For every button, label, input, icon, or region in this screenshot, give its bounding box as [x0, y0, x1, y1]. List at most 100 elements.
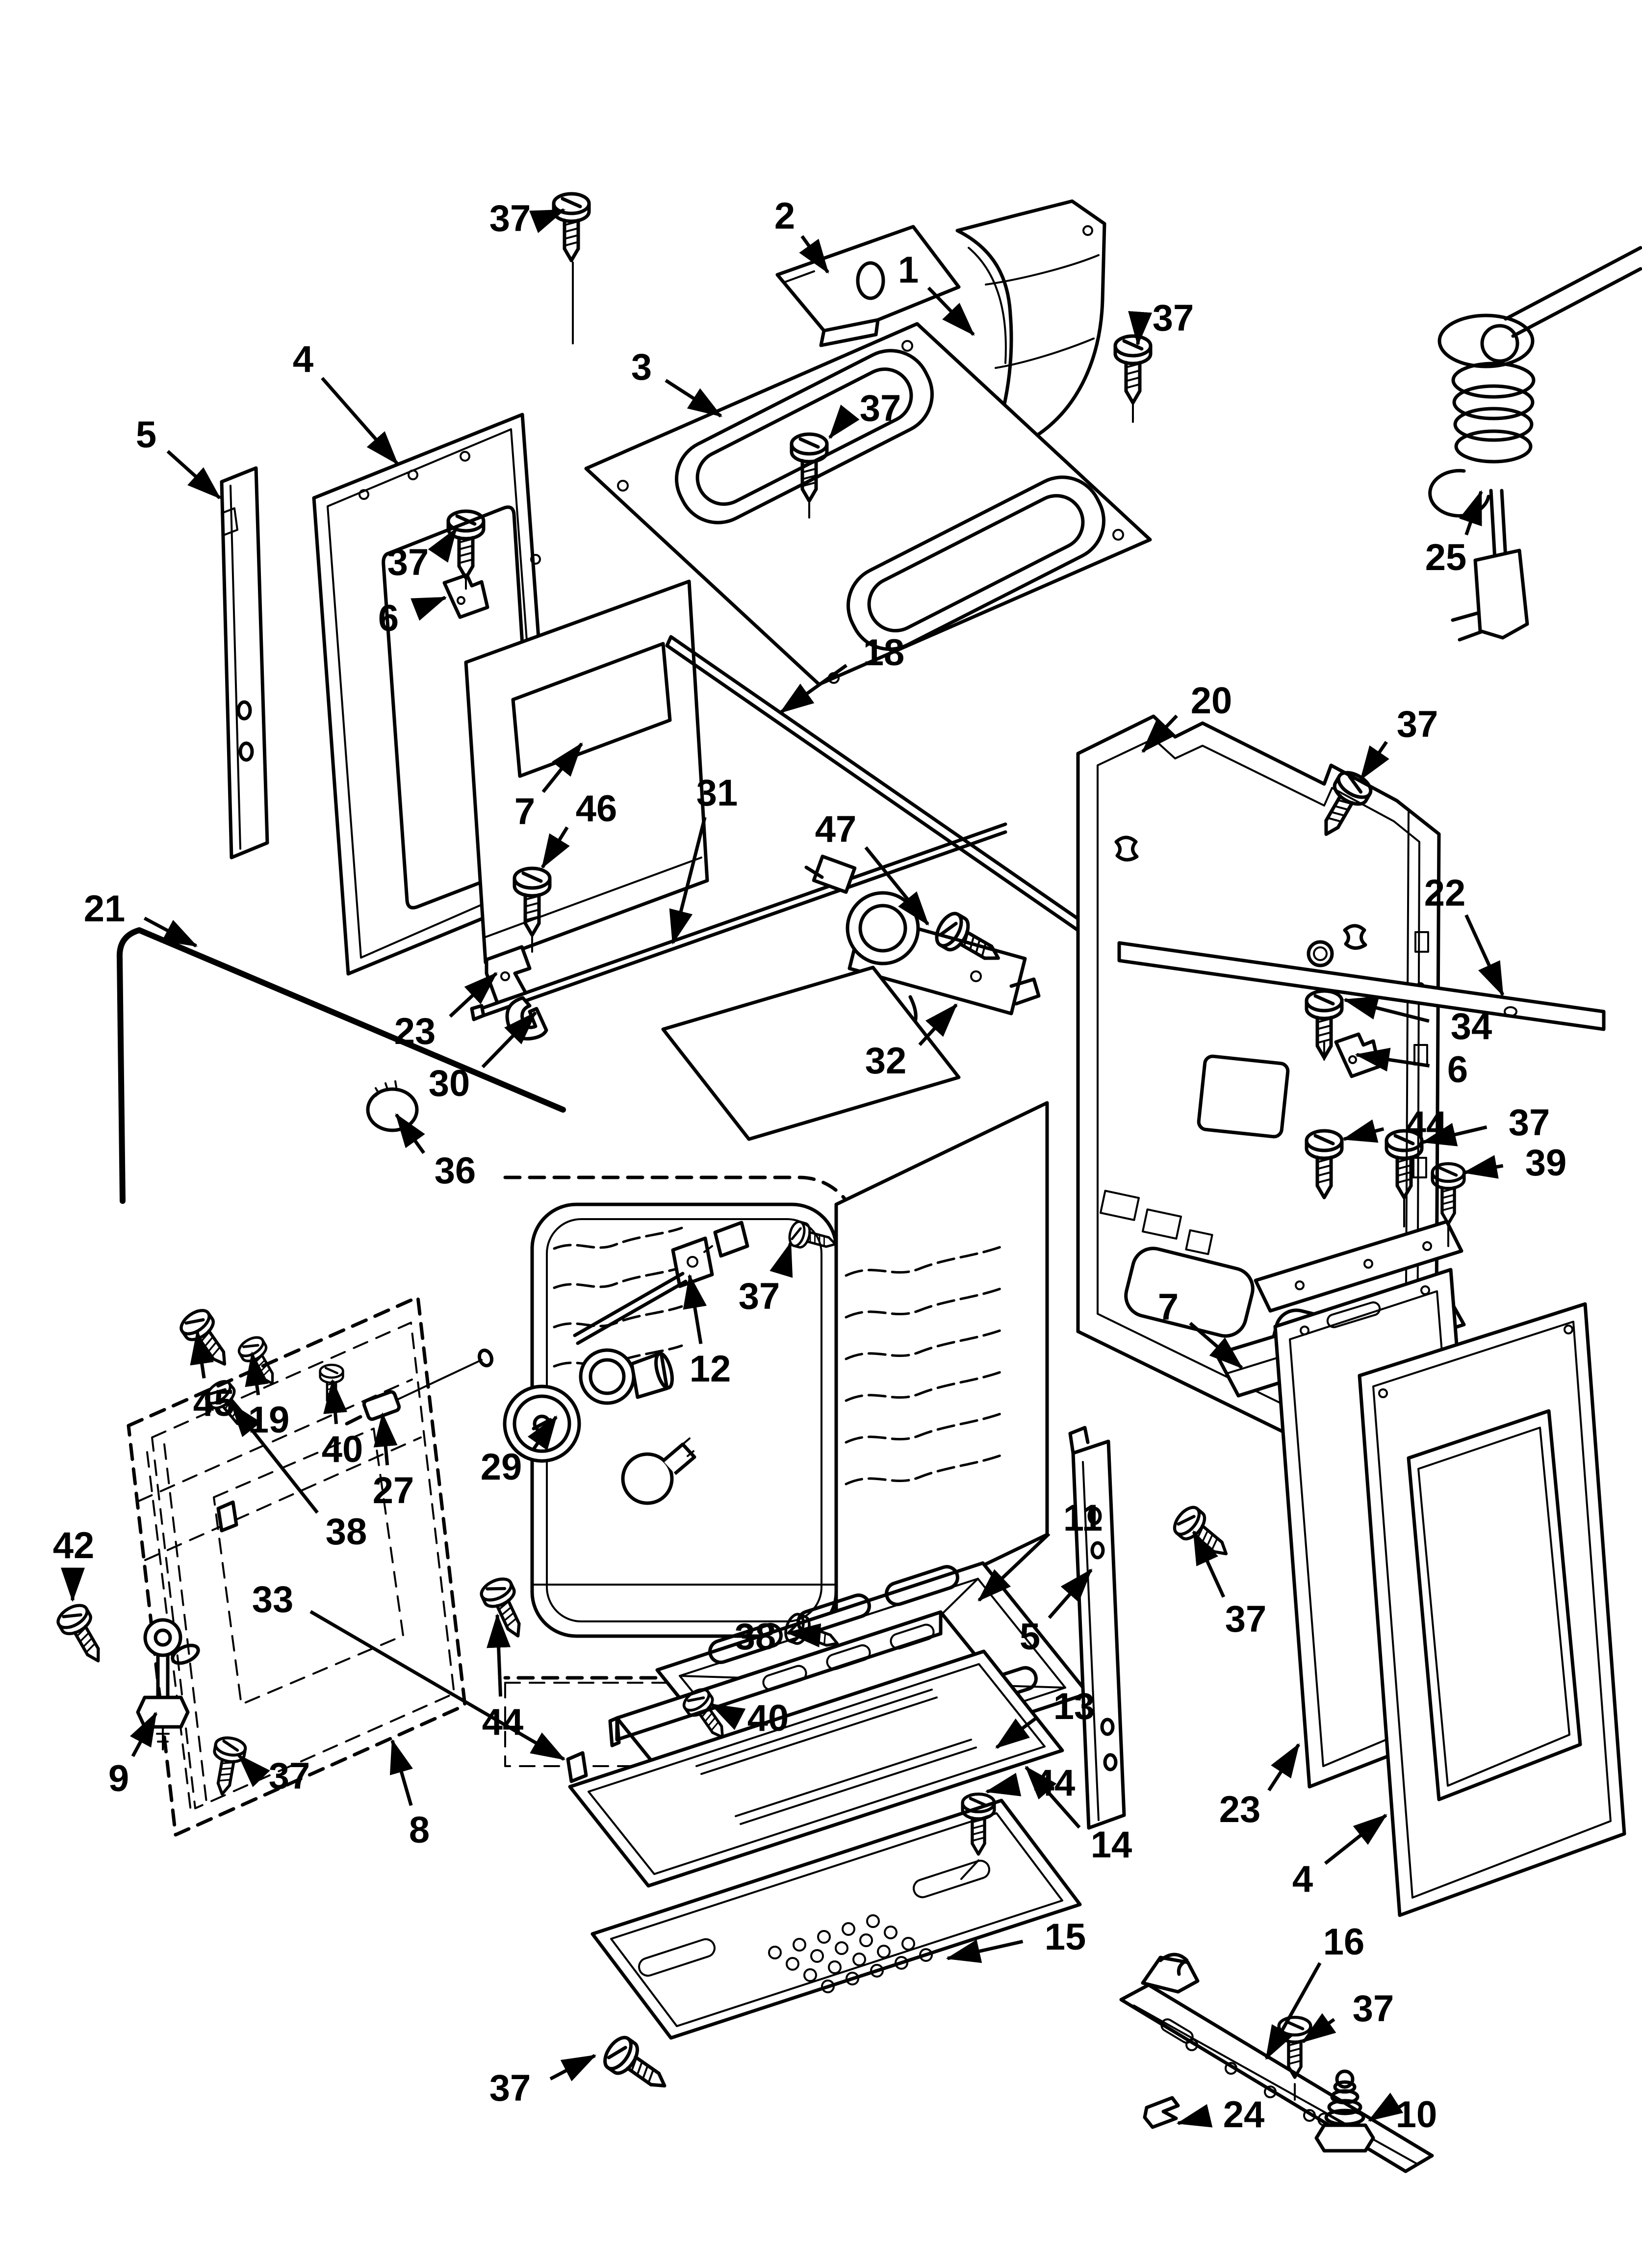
part-21-trim-wire [116, 927, 566, 1204]
callout-7-29: 7 [1158, 1286, 1243, 1369]
leader-arrow-9 [129, 1711, 158, 1757]
leader-arrow-37 [1360, 741, 1389, 781]
part-30-latch-hook [505, 996, 548, 1041]
callout-3-4: 3 [631, 346, 722, 417]
callout-37-26: 37 [1421, 1102, 1550, 1147]
part-number-label-37: 37 [1509, 1102, 1550, 1144]
part-number-label-37: 37 [387, 542, 429, 583]
part-number-label-15: 15 [1045, 1916, 1086, 1958]
callout-38-45: 38 [735, 1616, 821, 1658]
part-number-label-37: 37 [1353, 1988, 1394, 2030]
leader-arrow-7 [1189, 1322, 1243, 1369]
screw-45 [177, 1306, 237, 1373]
leader-arrow-40 [323, 1379, 348, 1424]
part-number-label-23: 23 [1219, 1789, 1261, 1830]
callout-7-15: 7 [514, 742, 583, 833]
leader-arrow-5 [1048, 1568, 1093, 1619]
leader-arrow-15 [946, 1939, 1024, 1963]
callout-36-28: 36 [395, 1113, 476, 1192]
callout-45-32: 45 [190, 1330, 234, 1424]
part-10-leveling-foot [1314, 2069, 1375, 2153]
part-4-outer-door-panel [1358, 1302, 1626, 1917]
callout-37-56: 37 [1301, 1988, 1394, 2043]
leader-arrow-20 [1141, 714, 1178, 753]
part-number-label-37: 37 [489, 2067, 531, 2109]
leader-arrow-30 [481, 1011, 537, 1069]
leader-arrow-6 [1355, 1047, 1430, 1072]
leader-arrow-27 [373, 1412, 398, 1465]
leader-arrow-13 [995, 1717, 1037, 1749]
part-number-label-5: 5 [136, 414, 156, 456]
callout-15-51: 15 [946, 1916, 1086, 1963]
part-number-label-44: 44 [482, 1701, 524, 1743]
part-number-label-20: 20 [1191, 680, 1232, 722]
part-31-support-rod [470, 822, 1007, 1021]
callout-34-23: 34 [1343, 996, 1492, 1047]
part-number-label-40: 40 [747, 1697, 789, 1739]
callout-5-47: 5 [1020, 1568, 1093, 1658]
part-number-label-34: 34 [1451, 1006, 1492, 1047]
leader-arrow-47 [864, 846, 929, 926]
leader-arrow-1 [927, 287, 975, 336]
part-number-label-1: 1 [898, 249, 919, 291]
part-number-label-3: 3 [631, 346, 652, 388]
leader-arrow-37 [1128, 311, 1153, 346]
part-number-label-38: 38 [326, 1511, 367, 1553]
callout-6-24: 6 [1355, 1047, 1468, 1091]
leader-arrow-39 [1462, 1155, 1504, 1179]
leader-arrow-40 [709, 1702, 746, 1730]
callout-39-27: 39 [1462, 1142, 1566, 1184]
callout-40-34: 40 [322, 1379, 363, 1470]
leader-arrow-46 [541, 826, 570, 869]
leader-arrow-25 [1459, 490, 1483, 536]
part-number-label-11: 11 [1063, 1497, 1103, 1539]
leader-arrow-37 [1421, 1122, 1488, 1147]
part-number-label-29: 29 [481, 1446, 522, 1488]
leader-arrow-5 [166, 450, 221, 499]
part-25-power-cord [1428, 246, 1642, 642]
leader-arrow-37 [1192, 1530, 1226, 1598]
part-number-label-37: 37 [1397, 704, 1438, 745]
callout-11-44: 11 [977, 1497, 1103, 1602]
part-number-label-5: 5 [1020, 1616, 1040, 1658]
part-number-label-27: 27 [373, 1470, 414, 1512]
leader-arrow-21 [143, 916, 198, 948]
callout-46-16: 46 [541, 788, 617, 869]
part-number-label-37: 37 [1225, 1598, 1267, 1640]
part-number-label-9: 9 [108, 1758, 129, 1799]
leader-arrow-37 [428, 527, 458, 563]
screw-37 [600, 2033, 675, 2100]
part-number-label-37: 37 [489, 198, 531, 239]
part-14-drawer-panel [568, 1649, 1064, 1888]
part-number-label-7: 7 [514, 791, 535, 833]
part-number-label-16: 16 [1323, 1921, 1365, 1963]
part-number-label-10: 10 [1396, 2094, 1437, 2136]
leader-arrow-24 [1176, 2104, 1213, 2128]
callout-4-54: 4 [1292, 1814, 1387, 1900]
part-number-label-46: 46 [576, 788, 617, 830]
leader-arrow-8 [389, 1739, 413, 1806]
part-22-rear-brace [1117, 941, 1606, 1031]
leader-arrow-4 [321, 377, 399, 465]
callout-37-9: 37 [387, 527, 458, 583]
callout-13-48: 13 [995, 1686, 1095, 1749]
callout-14-50: 14 [1025, 1766, 1132, 1866]
leader-arrow-29 [527, 1415, 558, 1451]
callout-32-22: 32 [865, 1003, 958, 1082]
screw-37 [554, 194, 589, 261]
part-number-label-47: 47 [815, 808, 857, 850]
leader-arrow-37 [770, 1241, 793, 1278]
leader-arrow-11 [977, 1532, 1051, 1602]
part-2-vent-bracket [775, 225, 961, 347]
perforation-grid [768, 1914, 933, 1993]
part-number-label-36: 36 [435, 1150, 476, 1192]
callout-16-55: 16 [1264, 1921, 1365, 2060]
part-number-label-21: 21 [84, 888, 126, 930]
callout-4-6: 4 [293, 339, 399, 465]
leader-arrow-38 [230, 1403, 319, 1514]
callout-40-46: 40 [709, 1697, 789, 1739]
part-number-label-31: 31 [696, 772, 738, 814]
part-number-label-14: 14 [1091, 1824, 1132, 1866]
